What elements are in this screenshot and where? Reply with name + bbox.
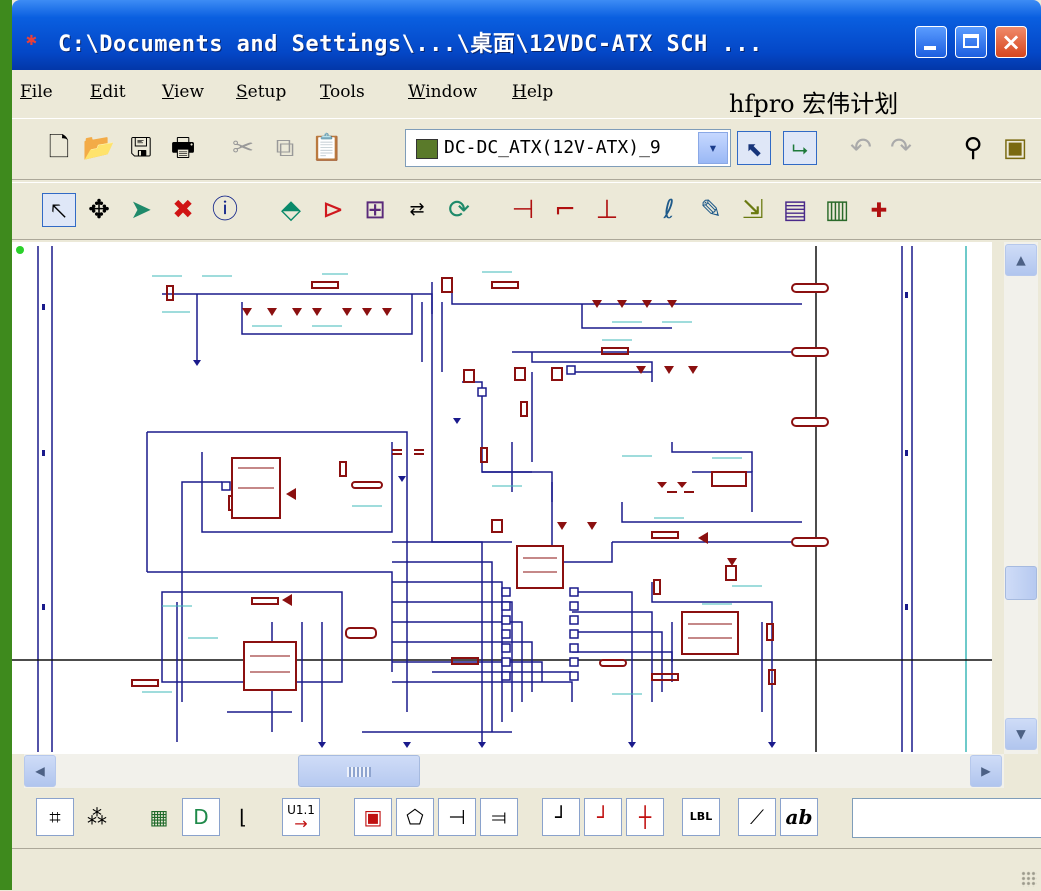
desktop-edge <box>0 0 12 890</box>
add-wire-icon[interactable]: ⌐ <box>554 195 576 225</box>
swap-gate-icon[interactable]: ⟳ <box>448 195 470 225</box>
sheet-selector[interactable]: DC-DC_ATX(12V-ATX)_9 ▾ <box>405 129 731 167</box>
chip-icon[interactable]: ▦ <box>149 805 169 829</box>
field-icon[interactable]: ✚ <box>870 198 888 222</box>
move-icon[interactable]: ✥ <box>88 195 110 225</box>
menu-tools[interactable]: Tools <box>320 82 365 102</box>
window-title: C:\Documents and Settings\...\桌面\12VDC-A… <box>58 32 763 57</box>
pin-icon[interactable]: ⌊ <box>239 805 247 829</box>
menu-file[interactable]: File <box>20 82 53 102</box>
magnifier-icon[interactable]: ⚲ <box>963 133 983 163</box>
select-net-icon[interactable]: ⌗ <box>36 798 74 836</box>
hierarchical-block-icon[interactable]: ⊞ <box>364 195 386 225</box>
resize-grip-icon[interactable] <box>1021 871 1037 887</box>
menu-setup[interactable]: Setup <box>236 82 287 102</box>
select-pointer-icon[interactable]: 🡔 <box>42 193 76 227</box>
label-text: LBL <box>689 810 713 823</box>
chevron-down-icon[interactable]: ▾ <box>698 132 728 164</box>
horizontal-scrollbar[interactable]: ◀ ▶ <box>24 754 1004 788</box>
watermark-text: hfpro 宏伟计划 <box>729 90 899 118</box>
offpage-icon[interactable]: ⬠ <box>396 798 434 836</box>
place-toolbar: ⌗ ⁂ ▦ D ⌊ U1.1→ ▣ ⬠ ⊣ ⫤ ┘ ┘ ┼ LBL ⟋ ab <box>12 790 1041 846</box>
close-icon: × <box>1000 28 1022 56</box>
standard-toolbar: 🗋 📂 🖫 🖶 ✂ ⧉ 📋 DC-DC_ATX(12V-ATX)_9 ▾ ⬉ ⮡… <box>12 118 1041 180</box>
status-bar <box>12 848 1041 891</box>
sheet-selector-value: DC-DC_ATX(12V-ATX)_9 <box>444 137 661 158</box>
open-folder-icon[interactable]: 📂 <box>82 133 116 163</box>
gate-part-icon[interactable]: D <box>182 798 220 836</box>
copy-icon[interactable]: ⧉ <box>275 133 295 163</box>
library-icon[interactable]: ▣ <box>1002 133 1028 163</box>
scroll-down-icon[interactable]: ▼ <box>1005 718 1037 750</box>
menu-view[interactable]: View <box>162 82 205 102</box>
renumber-icon[interactable]: ⇄ <box>409 199 425 220</box>
add-bus-icon[interactable]: ⊥ <box>595 195 619 225</box>
part-icon[interactable]: ➤ <box>130 195 152 225</box>
instance-label: U1.1 <box>287 803 315 817</box>
bus-icon[interactable]: ┘ <box>584 798 622 836</box>
block-icon[interactable]: ▣ <box>354 798 392 836</box>
minimize-button[interactable] <box>915 26 947 58</box>
ground-icon[interactable]: ⫤ <box>480 798 518 836</box>
add-pin-icon[interactable]: ⊣ <box>511 195 535 225</box>
maximize-button[interactable] <box>955 26 987 58</box>
schematic-canvas[interactable] <box>12 242 992 754</box>
label-button[interactable]: LBL <box>682 798 720 836</box>
add-gate-icon[interactable]: ⊳ <box>322 195 344 225</box>
command-field[interactable] <box>852 798 1041 838</box>
close-button[interactable]: × <box>995 26 1027 58</box>
select-pins-icon[interactable]: ⁂ <box>87 805 107 829</box>
title-bar[interactable]: ✱ C:\Documents and Settings\...\桌面\12VDC… <box>12 0 1041 70</box>
scroll-up-icon[interactable]: ▲ <box>1005 244 1037 276</box>
vertical-scrollbar[interactable]: ▲ ▼ <box>1004 242 1038 754</box>
menu-help[interactable]: Help <box>512 82 554 102</box>
text-icon[interactable]: ▤ <box>782 195 808 225</box>
attach-icon[interactable]: ⇲ <box>742 195 764 225</box>
select-filter-icon[interactable]: ⬉ <box>737 131 771 165</box>
maximize-icon <box>963 34 979 48</box>
scroll-right-icon[interactable]: ▶ <box>970 755 1002 787</box>
port-icon[interactable]: ⊣ <box>438 798 476 836</box>
add-part-icon[interactable]: ⬘ <box>281 195 301 225</box>
text-label: ab <box>785 805 813 829</box>
paste-icon[interactable]: 📋 <box>310 133 344 163</box>
edit-net-icon[interactable]: ✎ <box>700 195 722 225</box>
scroll-grip <box>347 767 371 777</box>
redo-icon[interactable]: ↷ <box>890 133 912 163</box>
info-icon[interactable]: ⓘ <box>211 195 238 225</box>
instance-icon[interactable]: U1.1→ <box>282 798 320 836</box>
wire-icon[interactable]: ┘ <box>542 798 580 836</box>
scissors-icon[interactable]: ✂ <box>232 133 254 163</box>
text-button[interactable]: ab <box>780 798 818 836</box>
drawing-toolbar: 🡔 ✥ ➤ ✖ ⓘ ⬘ ⊳ ⊞ ⇄ ⟳ ⊣ ⌐ ⊥ ℓ ✎ ⇲ ▤ ▥ ✚ <box>12 182 1041 240</box>
schematic-drawing <box>12 246 992 752</box>
vertical-scroll-thumb[interactable] <box>1005 566 1037 600</box>
net-label-icon[interactable]: ℓ <box>663 195 675 225</box>
scroll-left-icon[interactable]: ◀ <box>24 755 56 787</box>
junction-icon[interactable]: ┼ <box>626 798 664 836</box>
hierarchy-icon[interactable]: ⮡ <box>783 131 817 165</box>
horizontal-scroll-thumb[interactable] <box>298 755 420 787</box>
new-file-icon[interactable]: 🗋 <box>48 133 70 163</box>
minimize-icon <box>924 46 936 50</box>
sheet-icon <box>416 139 438 159</box>
menu-edit[interactable]: Edit <box>90 82 126 102</box>
save-disk-icon[interactable]: 🖫 <box>129 133 153 163</box>
app-icon: ✱ <box>26 29 37 50</box>
table-icon[interactable]: ▥ <box>824 195 850 225</box>
line-icon[interactable]: ⟋ <box>738 798 776 836</box>
menu-bar: File Edit View Setup Tools Window Help <box>12 72 1041 106</box>
menu-window[interactable]: Window <box>408 82 478 102</box>
delete-icon[interactable]: ✖ <box>172 195 194 225</box>
undo-icon[interactable]: ↶ <box>850 133 872 163</box>
printer-icon[interactable]: 🖶 <box>170 133 196 163</box>
